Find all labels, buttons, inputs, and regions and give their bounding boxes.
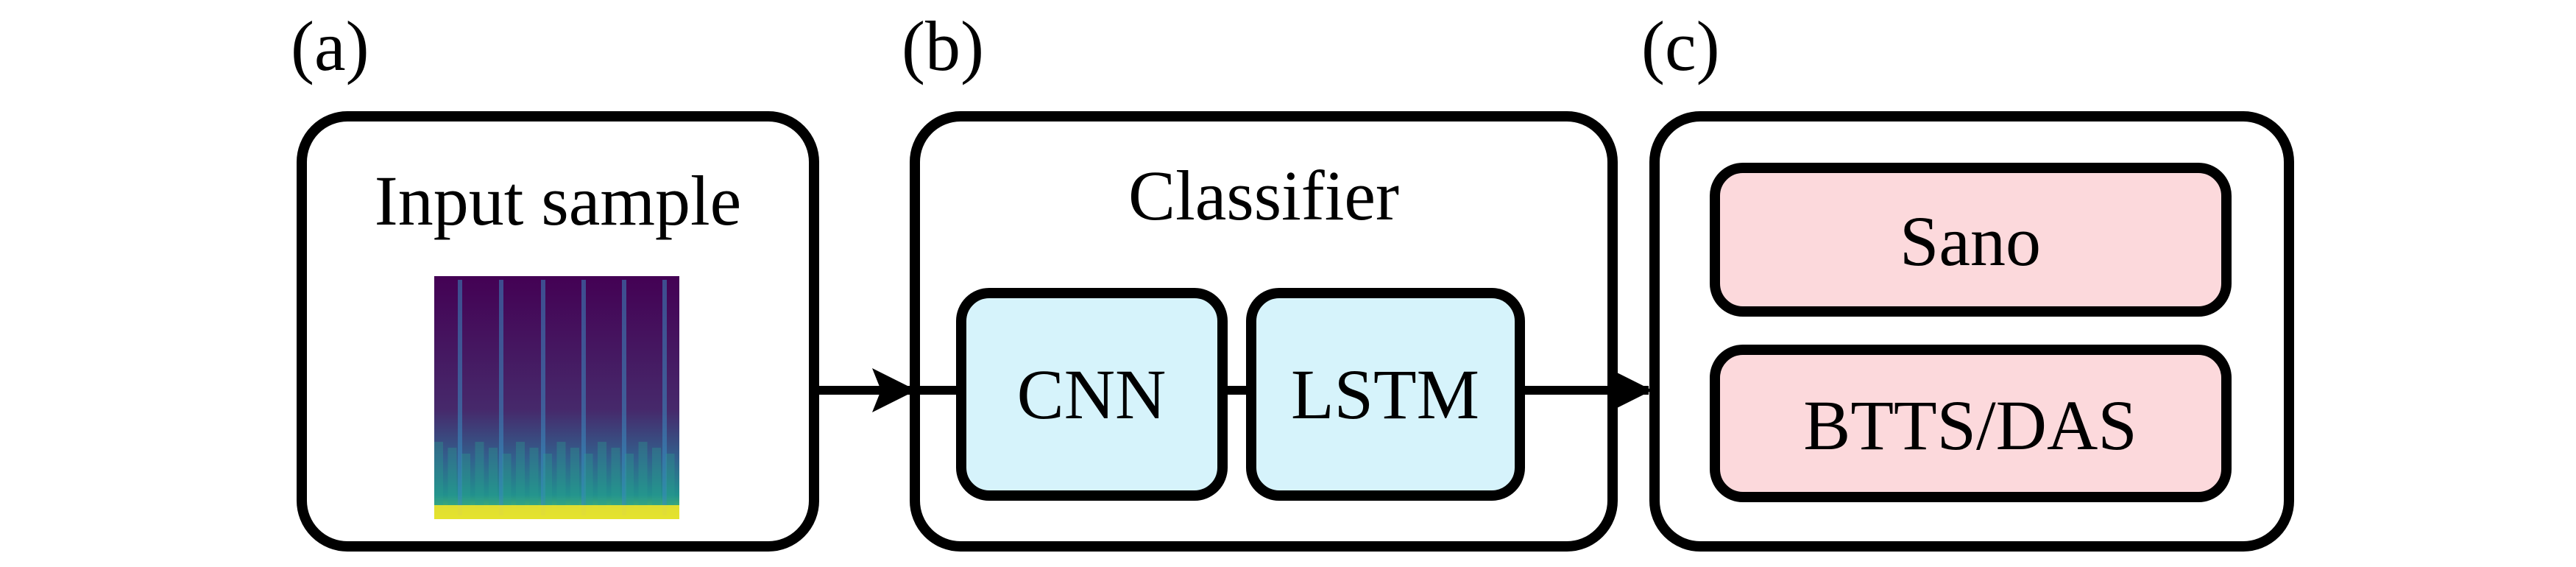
cnn-module-label: CNN xyxy=(1017,355,1167,434)
btts-das-output-label: BTTS/DAS xyxy=(1803,386,2137,465)
classifier-title: Classifier xyxy=(1128,156,1399,235)
lstm-module-label: LSTM xyxy=(1291,355,1479,434)
panel-label-c: (c) xyxy=(1641,7,1720,85)
cnn-module-box xyxy=(956,288,1228,501)
panel-label-b: (b) xyxy=(902,7,984,85)
sano-output-label: Sano xyxy=(1900,202,2041,281)
spectrogram-image xyxy=(434,276,679,519)
input-sample-title: Input sample xyxy=(375,161,742,240)
arrow-a-to-b xyxy=(814,368,916,412)
arrow-b-to-c xyxy=(1520,368,1652,412)
sano-output-box xyxy=(1710,163,2232,317)
btts-das-output-box xyxy=(1710,345,2232,502)
panel-label-a: (a) xyxy=(291,7,369,85)
